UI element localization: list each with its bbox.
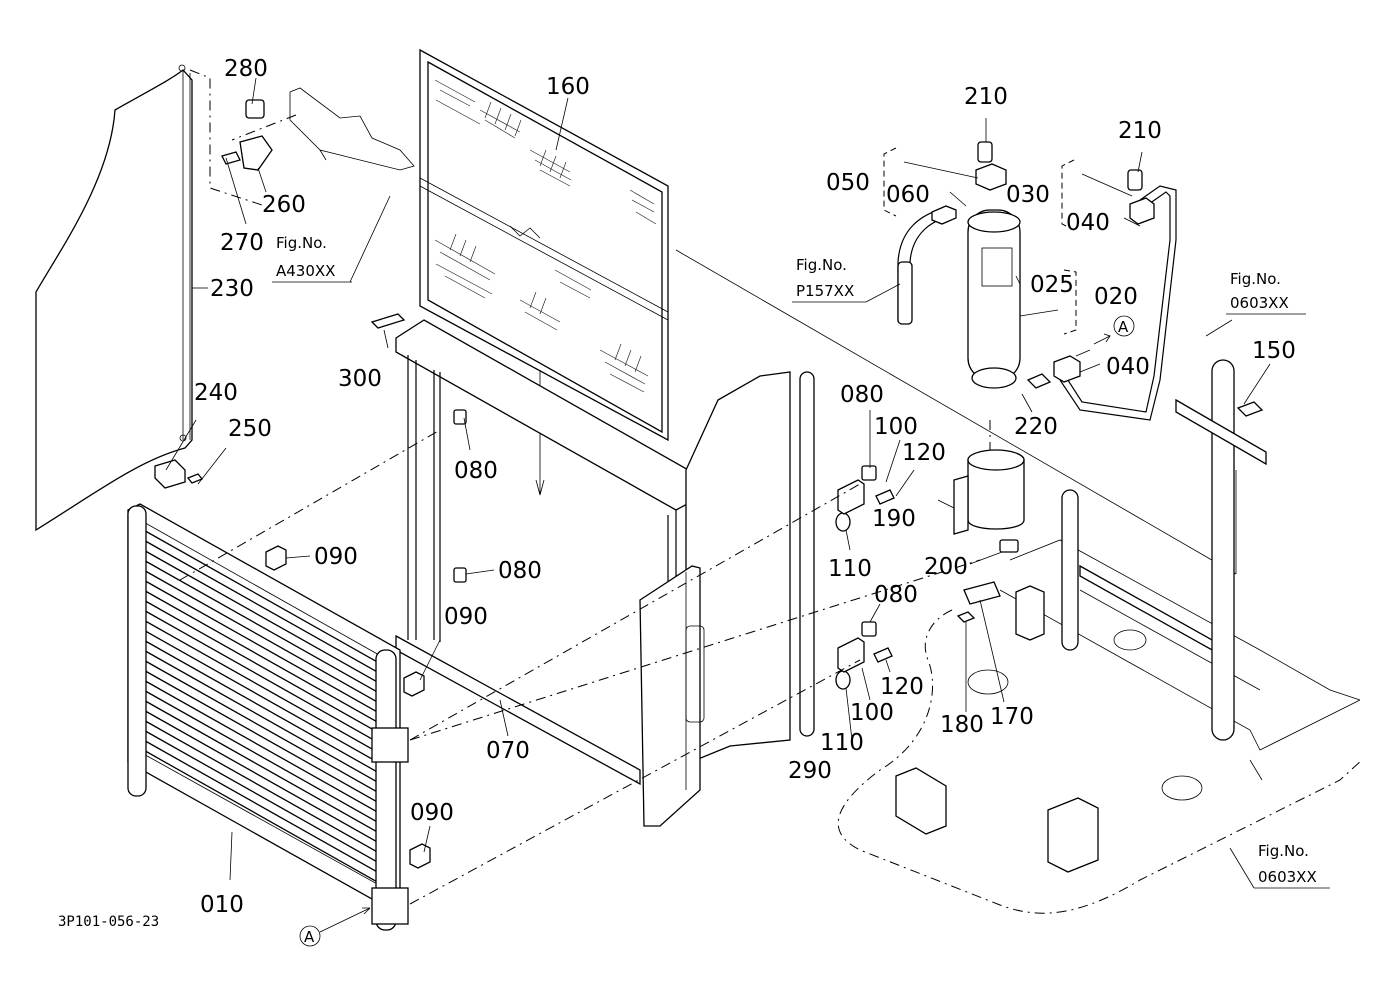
fig-ref-p157: Fig.No. P157XX	[792, 256, 901, 303]
label-280: 280	[224, 56, 268, 82]
label-210-b: 210	[1118, 118, 1162, 144]
label-180: 180	[940, 712, 984, 738]
label-170: 170	[990, 704, 1034, 730]
label-080-b: 080	[498, 558, 542, 584]
label-300: 300	[338, 366, 382, 392]
label-220: 220	[1014, 414, 1058, 440]
svg-text:A430XX: A430XX	[276, 262, 335, 280]
label-150: 150	[1252, 338, 1296, 364]
label-030: 030	[1006, 182, 1050, 208]
fig-ref-0603-bottom: Fig.No. 0603XX	[1229, 842, 1330, 889]
label-090-b: 090	[444, 604, 488, 630]
part-labels: 160 280 260 270 230 240 250 300 090 090 …	[194, 56, 1296, 918]
condenser	[127, 503, 409, 931]
label-230: 230	[210, 276, 254, 302]
pipe-150	[1175, 319, 1267, 781]
marker-a-bottom: A	[299, 907, 371, 947]
bolts	[453, 409, 895, 690]
fig-ref-0603-top: Fig.No. 0603XX	[1226, 270, 1306, 315]
label-090-a: 090	[314, 544, 358, 570]
label-190: 190	[872, 506, 916, 532]
mounting-plate	[289, 87, 415, 171]
svg-text:A: A	[1118, 318, 1129, 336]
label-120-b: 120	[880, 674, 924, 700]
label-080-d: 080	[874, 582, 918, 608]
side-cover-panel	[35, 64, 193, 532]
label-100-b: 100	[850, 700, 894, 726]
label-290: 290	[788, 758, 832, 784]
label-250: 250	[228, 416, 272, 442]
marker-a-top: A	[1113, 315, 1135, 337]
bracket-240	[154, 459, 204, 489]
label-110-b: 110	[820, 730, 864, 756]
rod-290	[799, 371, 815, 737]
label-060: 060	[886, 182, 930, 208]
drawing-code: 3P101-056-23	[58, 914, 159, 930]
label-040-b: 040	[1106, 354, 1150, 380]
label-160: 160	[546, 74, 590, 100]
svg-text:P157XX: P157XX	[796, 282, 854, 300]
label-260: 260	[262, 192, 306, 218]
svg-text:0603XX: 0603XX	[1258, 868, 1317, 886]
fig-ref-a430: Fig.No. A430XX	[272, 234, 352, 283]
label-010: 010	[200, 892, 244, 918]
label-020: 020	[1094, 284, 1138, 310]
label-210-a: 210	[964, 84, 1008, 110]
receiver-drier	[967, 141, 1021, 389]
bracket-clamp	[953, 449, 1025, 553]
label-040-a: 040	[1066, 210, 1110, 236]
svg-text:0603XX: 0603XX	[1230, 294, 1289, 312]
label-080-c: 080	[840, 382, 884, 408]
label-070: 070	[486, 738, 530, 764]
label-050: 050	[826, 170, 870, 196]
mesh-screen	[419, 48, 669, 442]
label-025: 025	[1030, 272, 1074, 298]
label-090-c: 090	[410, 800, 454, 826]
label-080-a: 080	[454, 458, 498, 484]
frame-side-plate	[639, 371, 791, 827]
bracket-260	[221, 99, 273, 171]
label-200: 200	[924, 554, 968, 580]
label-120-a: 120	[902, 440, 946, 466]
svg-text:Fig.No.: Fig.No.	[276, 234, 327, 252]
svg-text:A: A	[304, 928, 315, 946]
svg-text:Fig.No.: Fig.No.	[796, 256, 847, 274]
label-100-a: 100	[874, 414, 918, 440]
cab-floor	[837, 489, 1363, 914]
frame	[395, 319, 707, 786]
label-270: 270	[220, 230, 264, 256]
svg-text:Fig.No.: Fig.No.	[1230, 270, 1281, 288]
svg-text:Fig.No.: Fig.No.	[1258, 842, 1309, 860]
label-110-a: 110	[828, 556, 872, 582]
label-240: 240	[194, 380, 238, 406]
